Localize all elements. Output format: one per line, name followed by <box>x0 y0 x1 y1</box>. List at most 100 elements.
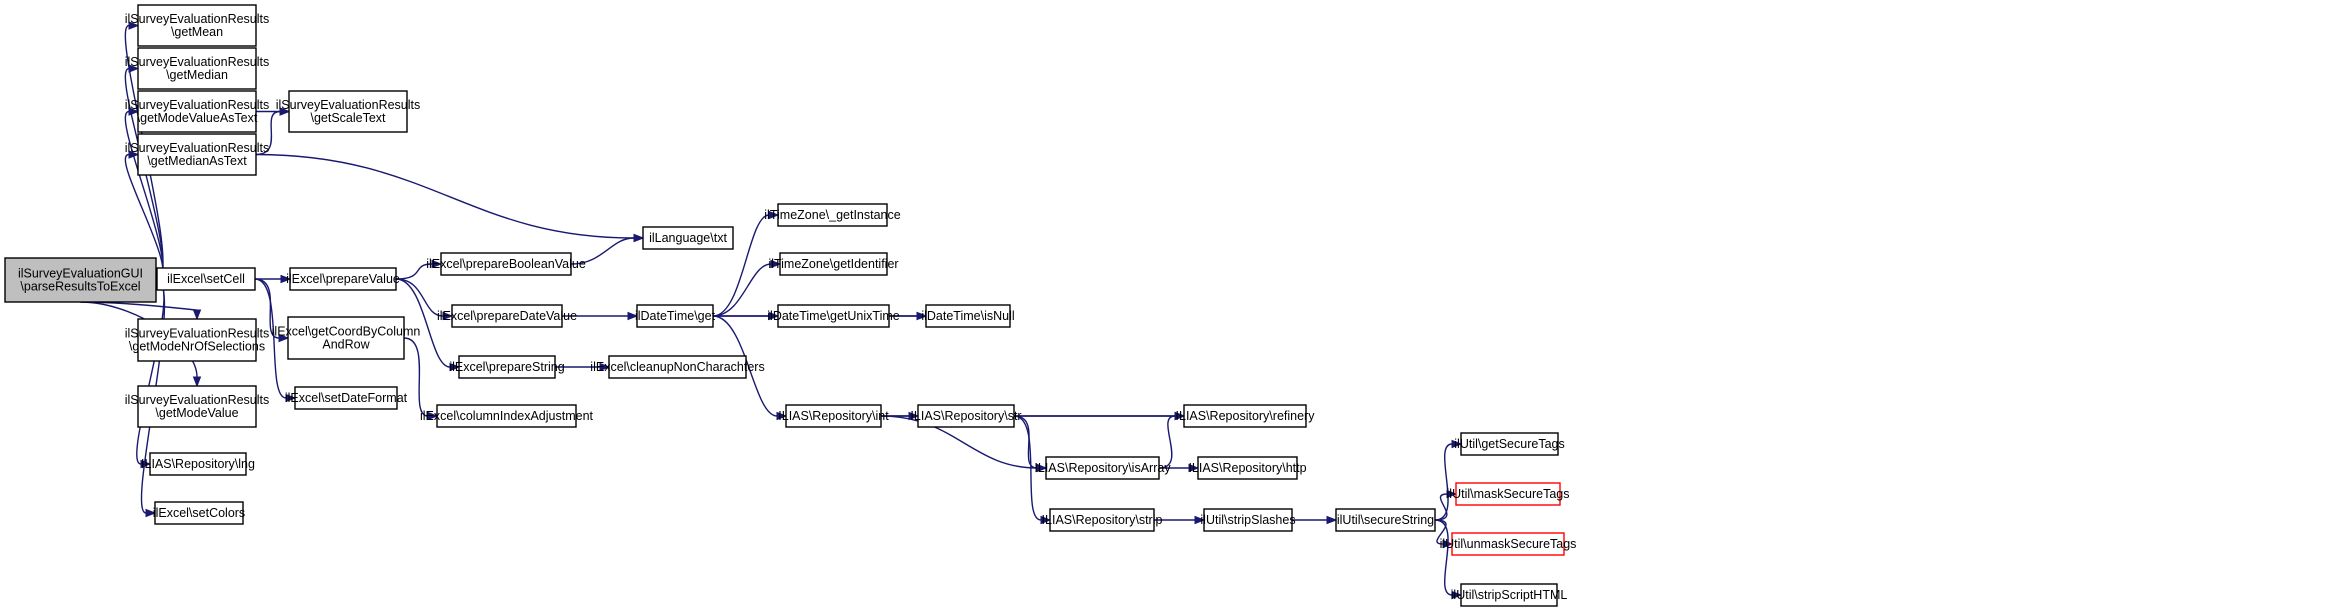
node-label: ILIAS\Repository\int <box>778 409 889 423</box>
node-label: ilSurveyEvaluationResults <box>125 393 270 407</box>
node-label: ilDateTime\getUnixTime <box>767 309 899 323</box>
node-label: AndRow <box>322 338 370 352</box>
node-label: \getMedian <box>166 68 228 82</box>
node-label: ilExcel\getCoordByColumn <box>272 325 421 339</box>
node-label: \parseResultsToExcel <box>20 280 140 294</box>
node-label: ilTimeZone\_getInstance <box>764 208 900 222</box>
node-getModeValue[interactable]: ilSurveyEvaluationResults\getModeValue <box>125 385 270 428</box>
node-getSecureTags[interactable]: ilUtil\getSecureTags <box>1454 432 1565 456</box>
node-setCell[interactable]: ilExcel\setCell <box>156 267 256 291</box>
node-lng[interactable]: ILIAS\Repository\lng <box>141 452 255 476</box>
node-getMean[interactable]: ilSurveyEvaluationResults\getMean <box>125 4 270 47</box>
node-prepareString[interactable]: ilExcel\prepareString <box>449 355 565 379</box>
node-label: ilSurveyEvaluationResults <box>125 98 270 112</box>
node-label: ilTimeZone\getIdentifier <box>768 257 898 271</box>
edge-dtGet-to-tzGetInstance <box>712 210 780 317</box>
node-label: ilExcel\cleanupNonCharachters <box>590 360 764 374</box>
node-repoHttp[interactable]: ILIAS\Repository\http <box>1188 456 1307 480</box>
node-label: ILIAS\Repository\http <box>1188 461 1306 475</box>
node-label: ilExcel\prepareString <box>449 360 564 374</box>
node-setColors[interactable]: ilExcel\setColors <box>153 501 245 525</box>
node-getMedian[interactable]: ilSurveyEvaluationResults\getMedian <box>125 47 270 90</box>
node-label: ilExcel\setColors <box>153 506 245 520</box>
node-setDateFormat[interactable]: ilExcel\setDateFormat <box>285 386 408 410</box>
node-label: ilUtil\unmaskSecureTags <box>1440 537 1577 551</box>
node-cleanupNonCharachters[interactable]: ilExcel\cleanupNonCharachters <box>590 355 765 379</box>
node-label: ilExcel\setCell <box>167 272 245 286</box>
node-label: ilUtil\maskSecureTags <box>1447 487 1570 501</box>
node-label: ilExcel\prepareBooleanValue <box>426 257 586 271</box>
edge-getCoordByColumnAndRow-to-columnIndexAdjustment <box>403 337 439 421</box>
node-label: ilUtil\getSecureTags <box>1454 437 1564 451</box>
node-label: \getScaleText <box>310 111 386 125</box>
node-label: ilDateTime\isNull <box>921 309 1014 323</box>
node-label: ilExcel\columnIndexAdjustment <box>420 409 594 423</box>
edge-setCell-to-prepareValue <box>255 274 292 284</box>
edge-stripSlashes-to-secureString <box>1292 515 1338 525</box>
node-maskSecureTags[interactable]: ilUtil\maskSecureTags <box>1447 482 1570 506</box>
edge-dtGet-to-repoInt <box>712 315 788 421</box>
node-label: ILIAS\Repository\refinery <box>1176 409 1316 423</box>
edge-prepareDateValue-to-dtGet <box>561 311 639 321</box>
edge-getMedianAsText-to-getScaleText <box>255 107 291 156</box>
node-repoIsArray[interactable]: ILIAS\Repository\isArray <box>1034 456 1171 480</box>
node-tzGetIdentifier[interactable]: ilTimeZone\getIdentifier <box>768 252 899 276</box>
node-label: \getModeNrOfSelections <box>129 340 265 354</box>
node-label: ilUtil\secureString <box>1337 513 1434 527</box>
node-label: ilSurveyEvaluationResults <box>125 55 270 69</box>
edge-prepareValue-to-prepareBooleanValue <box>395 259 443 280</box>
edge-repoStr-to-repoRefinery <box>1013 411 1186 421</box>
node-dtGet[interactable]: ilDateTime\get <box>635 304 716 328</box>
node-langTxt[interactable]: ilLanguage\txt <box>642 226 734 250</box>
node-tzGetInstance[interactable]: ilTimeZone\_getInstance <box>764 203 901 227</box>
node-label: ilSurveyEvaluationResults <box>125 12 270 26</box>
node-repoStrip[interactable]: ILIAS\Repository\strip <box>1042 508 1163 532</box>
node-dtIsNull[interactable]: ilDateTime\isNull <box>921 304 1015 328</box>
node-getModeNrOfSelections[interactable]: ilSurveyEvaluationResults\getModeNrOfSel… <box>125 318 270 362</box>
edge-root-to-lng <box>136 279 165 469</box>
node-label: \getMean <box>171 25 223 39</box>
edge-repoStrip-to-stripSlashes <box>1154 515 1206 525</box>
node-prepareBooleanValue[interactable]: ilExcel\prepareBooleanValue <box>426 252 586 276</box>
node-secureString[interactable]: ilUtil\secureString <box>1335 508 1436 532</box>
node-dtGetUnixTime[interactable]: ilDateTime\getUnixTime <box>767 304 900 328</box>
edge-secureString-to-stripScriptHTML <box>1434 519 1463 600</box>
node-label: ILIAS\Repository\str <box>910 409 1021 423</box>
node-unmaskSecureTags[interactable]: ilUtil\unmaskSecureTags <box>1440 532 1577 556</box>
node-repoInt[interactable]: ILIAS\Repository\int <box>778 404 889 428</box>
node-label: \getModeValueAsText <box>137 111 258 125</box>
node-label: \getMedianAsText <box>147 154 247 168</box>
edge-prepareValue-to-prepareDateValue <box>395 278 454 321</box>
node-label: ILIAS\Repository\lng <box>141 457 255 471</box>
node-label: ilExcel\prepareValue <box>286 272 400 286</box>
node-label: ilLanguage\txt <box>649 231 727 245</box>
edge-repoIsArray-to-repoHttp <box>1159 463 1200 473</box>
edge-repoStr-to-repoStrip <box>1013 415 1052 525</box>
node-label: ilUtil\stripSlashes <box>1200 513 1295 527</box>
node-label: \getModeValue <box>155 406 238 420</box>
edge-secureString-to-maskSecureTags <box>1434 489 1458 521</box>
node-repoRefinery[interactable]: ILIAS\Repository\refinery <box>1176 404 1316 428</box>
node-label: ILIAS\Repository\strip <box>1042 513 1163 527</box>
node-stripScriptHTML[interactable]: ilUtil\stripScriptHTML <box>1451 583 1568 607</box>
node-getScaleText[interactable]: ilSurveyEvaluationResults\getScaleText <box>276 90 421 133</box>
node-stripSlashes[interactable]: ilUtil\stripSlashes <box>1200 508 1296 532</box>
node-getMedianAsText[interactable]: ilSurveyEvaluationResults\getMedianAsTex… <box>125 133 270 176</box>
edge-dtGet-to-tzGetIdentifier <box>712 259 782 317</box>
node-label: ILIAS\Repository\isArray <box>1034 461 1171 475</box>
node-root[interactable]: ilSurveyEvaluationGUI\parseResultsToExce… <box>4 257 157 303</box>
edge-prepareString-to-cleanupNonCharachters <box>555 362 611 372</box>
node-repoStr[interactable]: ILIAS\Repository\str <box>910 404 1022 428</box>
edge-secureString-to-getSecureTags <box>1434 439 1463 521</box>
node-columnIndexAdjustment[interactable]: ilExcel\columnIndexAdjustment <box>420 404 594 428</box>
edge-setCell-to-setDateFormat <box>254 278 297 403</box>
edge-repoIsArray-to-repoRefinery <box>1158 411 1186 469</box>
node-getModeValueAsText[interactable]: ilSurveyEvaluationResults\getModeValueAs… <box>125 90 270 133</box>
edge-dtGetUnixTime-to-dtIsNull <box>888 311 928 321</box>
node-label: ilSurveyEvaluationResults <box>276 98 421 112</box>
node-prepareValue[interactable]: ilExcel\prepareValue <box>286 267 400 291</box>
call-nodes: ilSurveyEvaluationGUI\parseResultsToExce… <box>4 4 1577 607</box>
node-prepareDateValue[interactable]: ilExcel\prepareDateValue <box>437 304 577 328</box>
edge-prepareValue-to-prepareString <box>395 278 461 372</box>
